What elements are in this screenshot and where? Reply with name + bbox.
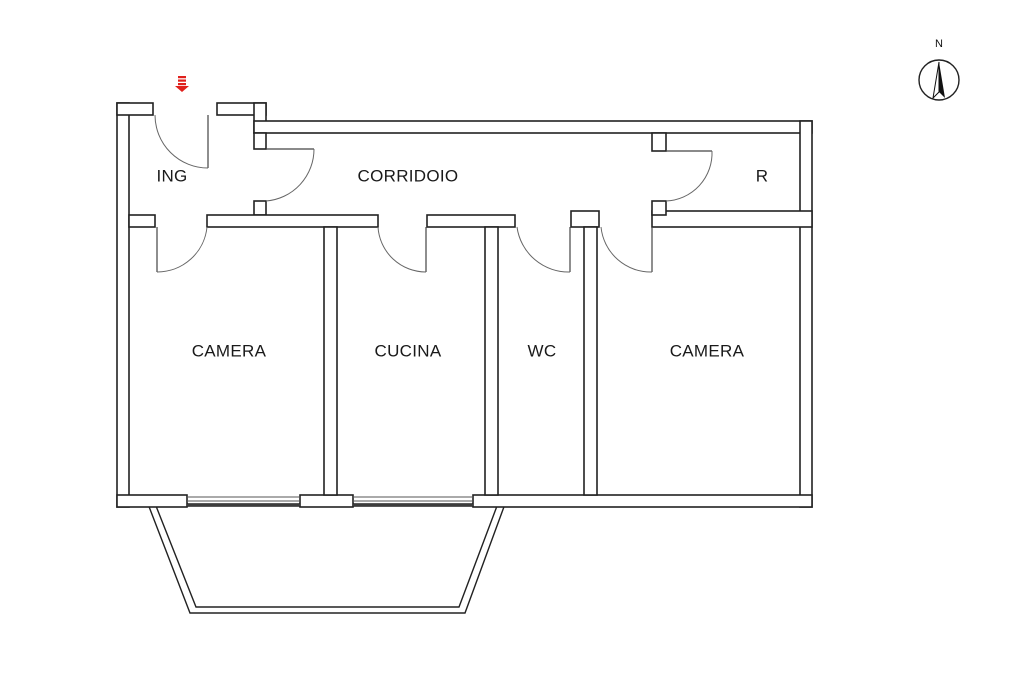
door-bedroom-right (600, 226, 653, 273)
windows (187, 496, 473, 506)
room-label-bedroom-right: CAMERA (670, 341, 745, 360)
outer-walls (116, 102, 813, 508)
room-label-storage: R (756, 166, 769, 185)
window-kitchen (353, 496, 473, 506)
north-label: N (935, 38, 943, 50)
entry-arrow-icon (175, 76, 189, 92)
doors (154, 114, 713, 273)
door-wc (516, 226, 571, 273)
room-label-bathroom: WC (528, 341, 557, 360)
door-storage (665, 150, 713, 202)
north-compass-icon: N (918, 38, 960, 101)
balcony (146, 503, 507, 614)
door-kitchen (377, 226, 427, 273)
room-label-bedroom-left: CAMERA (192, 341, 267, 360)
room-label-kitchen: CUCINA (375, 341, 442, 360)
interior-walls (128, 132, 813, 496)
window-bedroom-left (187, 496, 300, 506)
room-label-entrance: ING (156, 166, 187, 185)
door-entrance (154, 114, 209, 169)
room-labels: ING CORRIDOIO R CAMERA CUCINA WC CAMERA (156, 166, 768, 360)
door-bedroom-left (156, 226, 208, 273)
room-label-corridor: CORRIDOIO (358, 166, 459, 185)
door-corridor (265, 148, 315, 202)
